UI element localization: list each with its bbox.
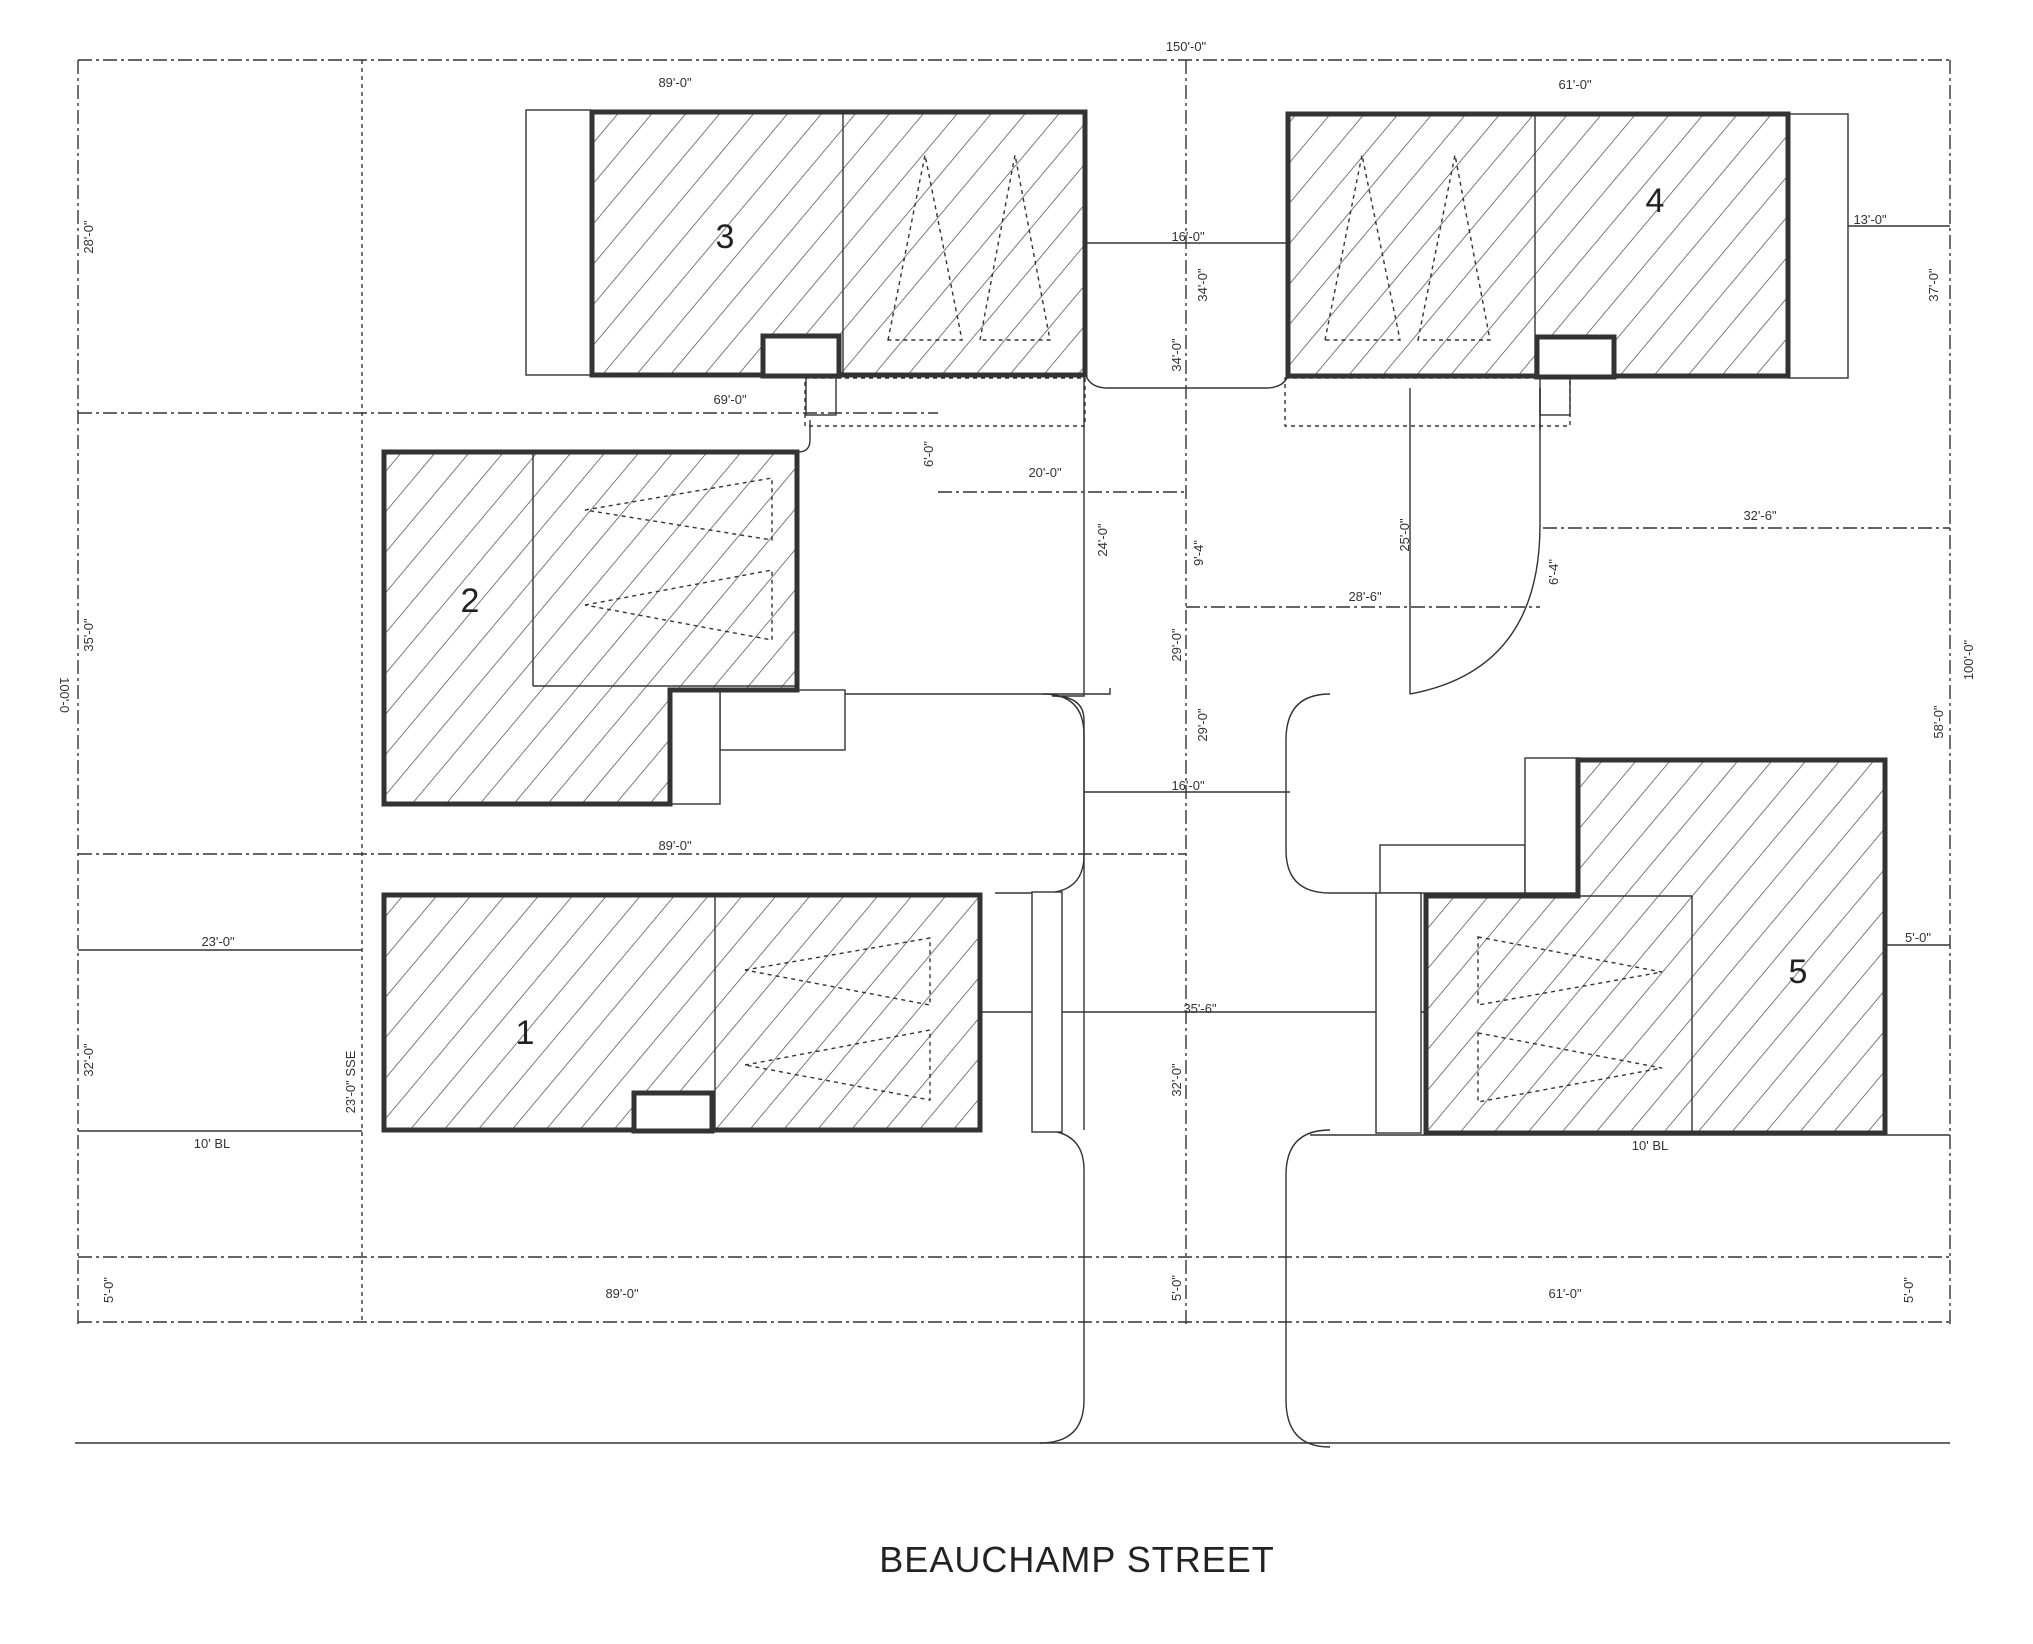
dim-23: 23'-0" — [201, 934, 235, 949]
dim-overall-width: 150'-0" — [1166, 39, 1207, 54]
dim-left-32: 32'-0" — [81, 1043, 96, 1077]
dim-9-4: 9'-4" — [1191, 540, 1206, 566]
building-label-1: 1 — [516, 1014, 535, 1052]
dim-gap-16-mid: 16'-0" — [1171, 778, 1205, 793]
dim-left-35: 35'-0" — [81, 618, 96, 652]
dim-bottom-61: 61'-0" — [1548, 1286, 1582, 1301]
dim-34-b: 34'-0" — [1169, 338, 1184, 372]
dim-bl-right: 10' BL — [1632, 1138, 1668, 1153]
dim-25: 25'-0" — [1397, 518, 1412, 552]
dim-32-6: 32'-6" — [1743, 508, 1777, 523]
pads — [525, 109, 1849, 1134]
building-2 — [381, 449, 800, 807]
dim-6-4: 6'-4" — [1546, 559, 1561, 585]
dim-right-13: 13'-0" — [1853, 212, 1887, 227]
dim-left-28: 28'-0" — [81, 220, 96, 254]
dim-bottom-5-center: 5'-0" — [1169, 1275, 1184, 1301]
dim-top-left-width: 89'-0" — [658, 75, 692, 90]
dim-right-58: 58'-0" — [1931, 705, 1946, 739]
dim-23-sse: 23'-0" SSE — [343, 1050, 358, 1113]
building-label-3: 3 — [716, 218, 735, 256]
dim-20: 20'-0" — [1028, 465, 1062, 480]
driveway — [670, 363, 1541, 1448]
dim-34-a: 34'-0" — [1195, 268, 1210, 302]
building-3 — [589, 109, 1088, 379]
dim-mid-89: 89'-0" — [658, 838, 692, 853]
building-label-4: 4 — [1646, 182, 1665, 220]
dim-29-b: 29'-0" — [1195, 708, 1210, 742]
dim-bottom-5-right: 5'-0" — [1901, 1277, 1916, 1303]
dim-32-center: 32'-0" — [1169, 1063, 1184, 1097]
street-name: BEAUCHAMP STREET — [879, 1539, 1274, 1580]
dim-left-overall-partial: 100'-0 — [57, 677, 72, 713]
building-1 — [381, 892, 983, 1134]
dim-gap-16-top: 16'-0" — [1171, 229, 1205, 244]
dim-top-right-width: 61'-0" — [1558, 77, 1592, 92]
dim-24: 24'-0" — [1095, 523, 1110, 557]
dim-5-right: 5'-0" — [1905, 930, 1931, 945]
dim-69: 69'-0" — [713, 392, 747, 407]
dim-right-100: 100'-0" — [1961, 639, 1976, 680]
dim-6: 6'-0" — [921, 441, 936, 467]
building-label-2: 2 — [461, 582, 480, 620]
dim-right-37: 37'-0" — [1926, 268, 1941, 302]
dim-35-6: 35'-6" — [1183, 1001, 1217, 1016]
building-5 — [1423, 757, 1888, 1136]
dim-29-a: 29'-0" — [1169, 628, 1184, 662]
dim-left-5: 5'-0" — [101, 1277, 116, 1303]
building-label-5: 5 — [1789, 953, 1808, 991]
dim-bottom-89: 89'-0" — [605, 1286, 639, 1301]
dim-28-6: 28'-6" — [1348, 589, 1382, 604]
building-4 — [1285, 111, 1791, 380]
dim-bl-left: 10' BL — [194, 1136, 230, 1151]
